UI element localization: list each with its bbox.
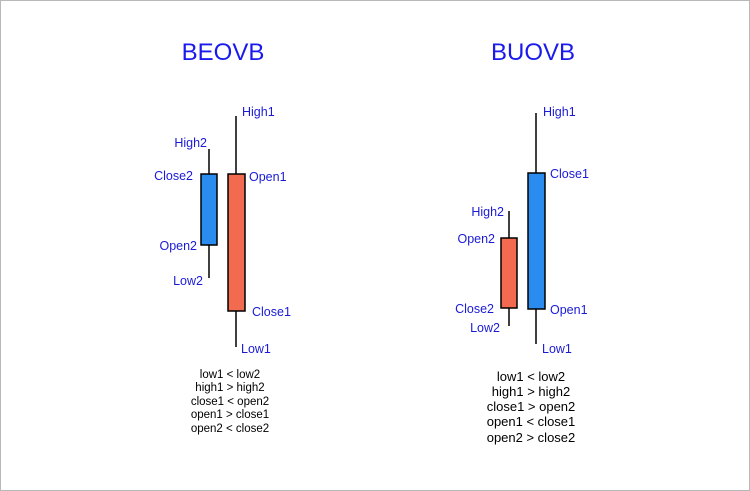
- beovb-conditions: low1 < low2 high1 > high2 close1 < open2…: [191, 369, 269, 435]
- beovb-panel: BEOVB High1 Open1 Close1 Low1 High2 Clos…: [154, 39, 291, 435]
- buovb-conditions: low1 < low2 high1 > high2 close1 > open2…: [487, 369, 576, 445]
- buovb-panel: BUOVB High1 Close1 Open1 Low1 High2 Open…: [455, 39, 589, 445]
- beovb-open1-label: Open1: [249, 170, 287, 184]
- buovb-condition: open1 < close1: [487, 414, 576, 429]
- beovb-high2-label: High2: [174, 136, 207, 150]
- buovb-open2-label: Open2: [457, 232, 495, 246]
- buovb-condition: high1 > high2: [492, 384, 570, 399]
- beovb-condition: high1 > high2: [195, 382, 264, 394]
- buovb-high1-label: High1: [543, 105, 576, 119]
- beovb-condition: close1 < open2: [191, 396, 269, 408]
- beovb-low1-label: Low1: [241, 342, 271, 356]
- beovb-candle1-body: [227, 173, 246, 312]
- buovb-close2-label: Close2: [455, 302, 494, 316]
- beovb-close2-label: Close2: [154, 169, 193, 183]
- beovb-condition: open2 < close2: [191, 423, 269, 435]
- beovb-condition: open1 > close1: [191, 409, 269, 421]
- beovb-low2-label: Low2: [173, 274, 203, 288]
- buovb-candle2-body: [500, 237, 518, 309]
- beovb-close1-label: Close1: [252, 305, 291, 319]
- beovb-candle2-body: [200, 173, 218, 246]
- beovb-title: BEOVB: [182, 39, 265, 66]
- buovb-condition: open2 > close2: [487, 430, 576, 445]
- buovb-candle1-body: [527, 172, 546, 310]
- buovb-close1-label: Close1: [550, 167, 589, 181]
- buovb-condition: low1 < low2: [497, 369, 565, 384]
- beovb-open2-label: Open2: [159, 239, 197, 253]
- buovb-open1-label: Open1: [550, 303, 588, 317]
- buovb-condition: close1 > open2: [487, 399, 576, 414]
- buovb-low2-label: Low2: [470, 321, 500, 335]
- buovb-title: BUOVB: [491, 39, 575, 66]
- beovb-high1-label: High1: [242, 105, 275, 119]
- buovb-high2-label: High2: [471, 205, 504, 219]
- buovb-low1-label: Low1: [542, 342, 572, 356]
- beovb-condition: low1 < low2: [200, 369, 260, 381]
